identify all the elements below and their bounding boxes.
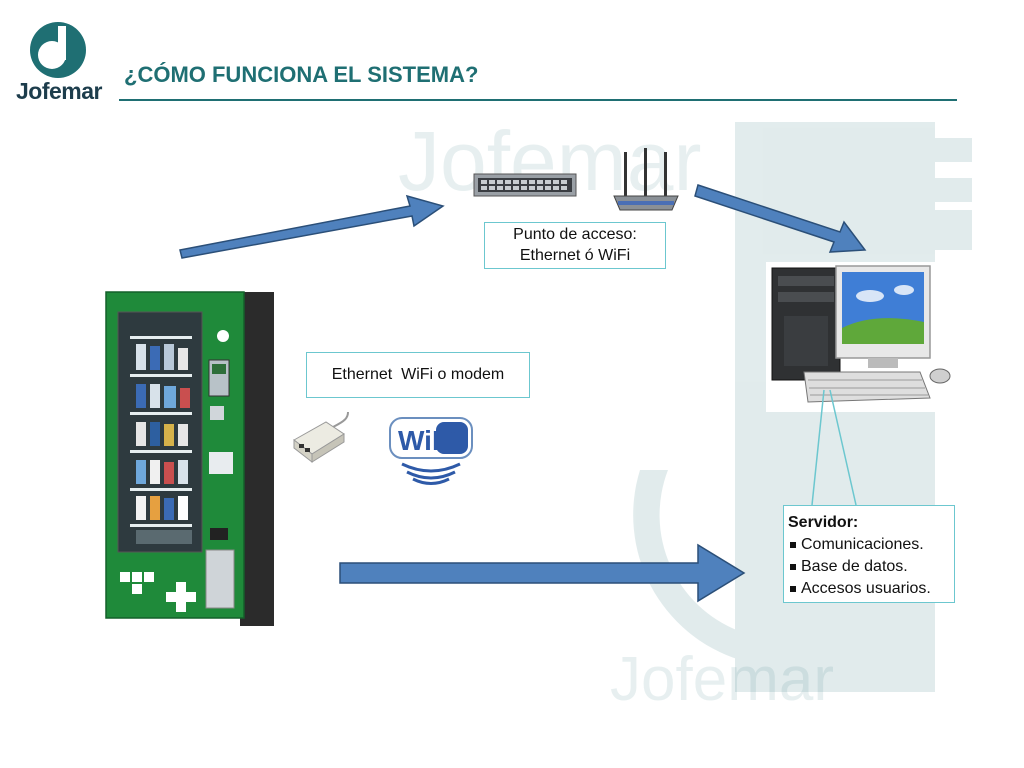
arrow-to-access-point xyxy=(179,194,445,259)
connection-label-box: Ethernet WiFi o modem xyxy=(306,352,530,398)
access-point-line1: Punto de acceso: xyxy=(513,226,637,243)
watermark-text-bottom: Jofemar xyxy=(610,645,834,714)
access-point-label-box: Punto de acceso: Ethernet ó WiFi xyxy=(484,222,666,269)
server-feature-list: Comunicaciones. Base de datos. Accesos u… xyxy=(788,534,954,600)
page-title: ¿CÓMO FUNCIONA EL SISTEMA? xyxy=(124,62,479,87)
server-callout-lines xyxy=(811,389,857,506)
arrow-to-server xyxy=(694,184,867,253)
arrow-machine-to-server xyxy=(339,543,746,603)
brand-name: Jofemar xyxy=(16,78,102,104)
access-point-line2: Ethernet ó WiFi xyxy=(519,247,631,264)
wifi-router-icon xyxy=(613,148,679,211)
server-feature-item: Accesos usuarios. xyxy=(788,578,954,600)
network-switch-icon xyxy=(473,173,577,197)
title-divider xyxy=(119,99,957,101)
wifi-logo-icon: WiFi xyxy=(389,417,473,485)
server-feature-item: Comunicaciones. xyxy=(788,534,954,556)
server-label-box: Servidor: Comunicaciones. Base de datos.… xyxy=(783,505,955,603)
modem-jack-icon xyxy=(293,411,349,464)
server-title: Servidor: xyxy=(788,514,859,531)
server-computer-icon xyxy=(766,262,951,412)
server-feature-item: Base de datos. xyxy=(788,556,954,578)
wifi-logo-text: WiFi xyxy=(398,425,457,456)
connection-label: Ethernet WiFi o modem xyxy=(331,366,505,383)
vending-machine-icon xyxy=(105,291,274,626)
